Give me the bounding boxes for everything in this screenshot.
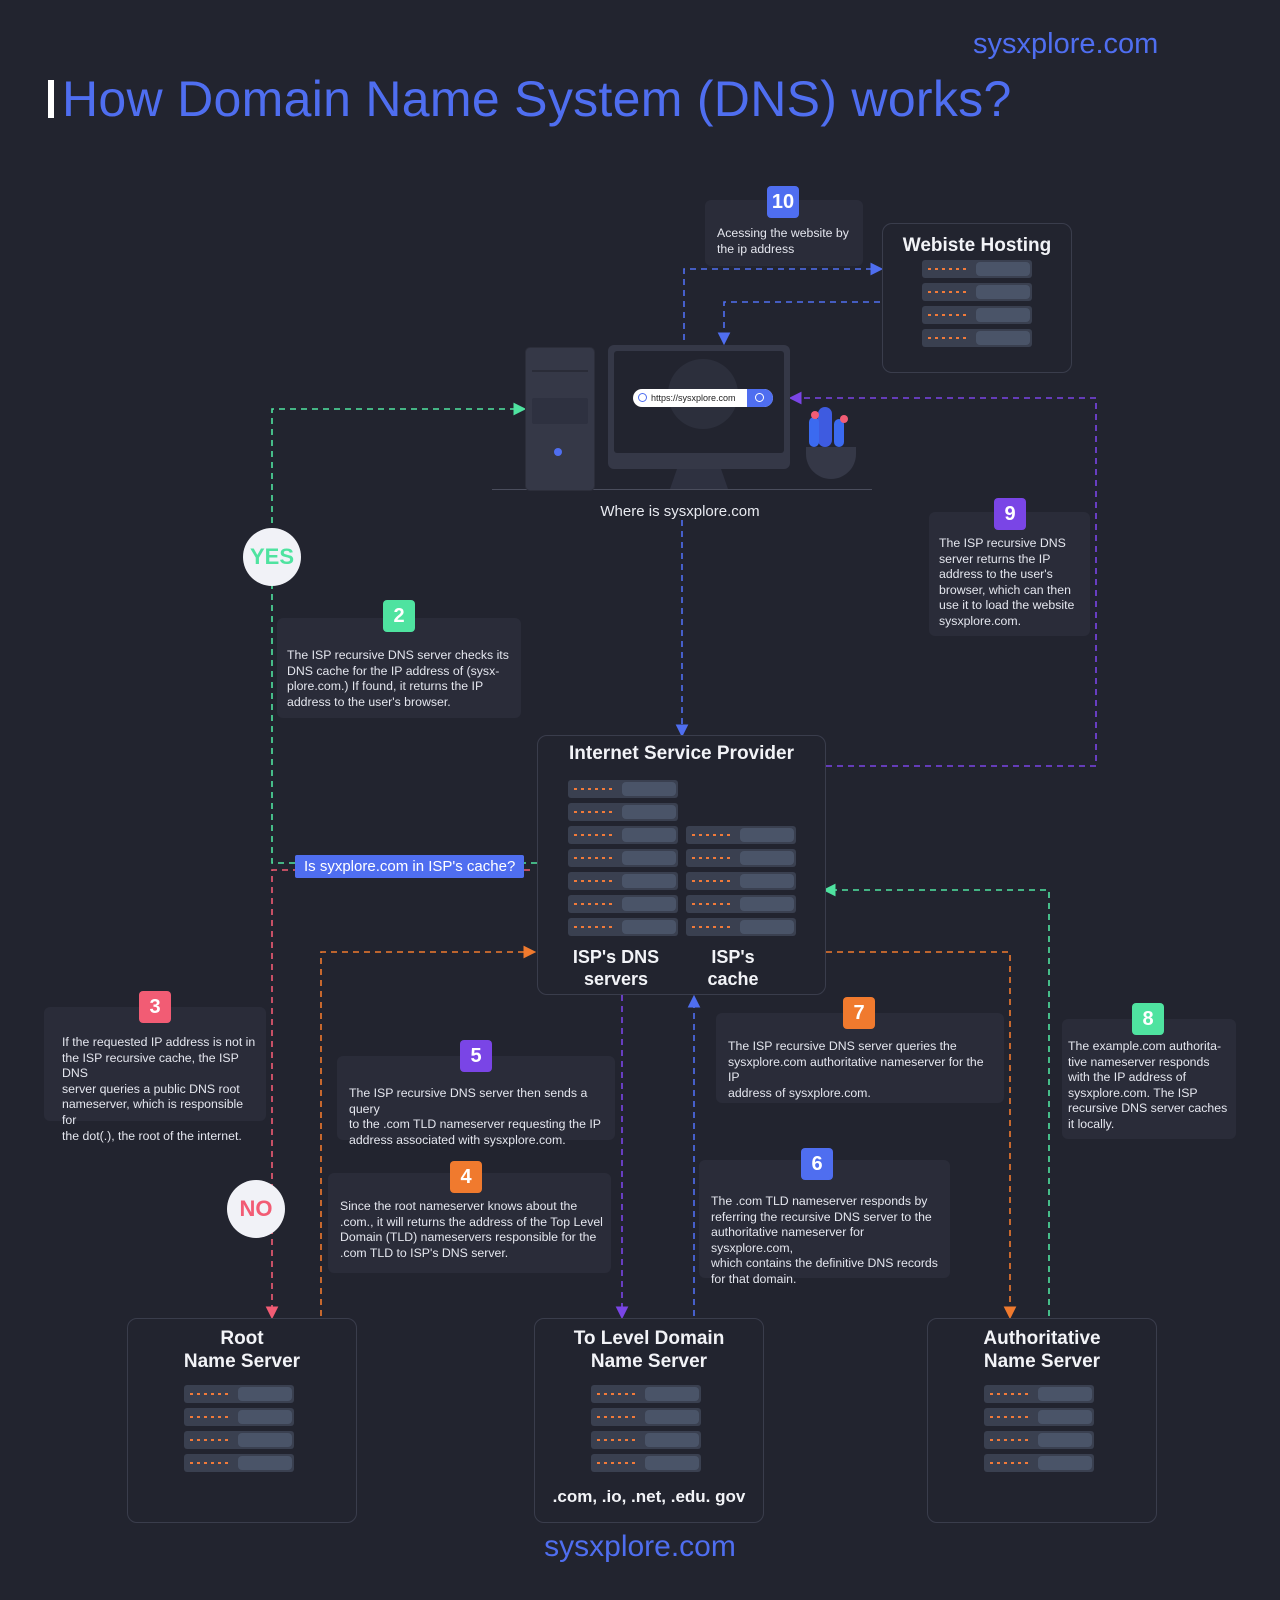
pc-tower-icon — [525, 347, 595, 491]
tld-server-rack — [591, 1385, 701, 1477]
step-7-badge: 7 — [843, 997, 875, 1029]
isp-box: Internet Service Provider ISP's DNS serv… — [537, 735, 826, 995]
connector-root-to-isp — [320, 945, 537, 1316]
tld-title: To Level Domain Name Server — [573, 1328, 725, 1372]
step-5-badge: 5 — [460, 1040, 492, 1072]
brand-bottom[interactable]: sysxplore.com — [544, 1530, 736, 1563]
search-icon[interactable] — [747, 389, 773, 407]
step-7-card: The ISP recursive DNS server queries the… — [716, 1013, 1004, 1103]
root-server-rack — [184, 1385, 294, 1477]
isp-cache-server-rack — [686, 826, 796, 941]
root-name-server-box: Root Name Server — [127, 1318, 357, 1523]
step-5-text: The ISP recursive DNS server then sends … — [349, 1086, 601, 1147]
no-decision: NO — [227, 1180, 285, 1238]
step-3-text: If the requested IP address is not in th… — [62, 1035, 256, 1143]
step-9-card: The ISP recursive DNS server returns the… — [929, 512, 1090, 636]
desk-line — [492, 489, 872, 490]
page-title: How Domain Name System (DNS) works? — [62, 71, 1012, 127]
title-accent-bar — [48, 80, 54, 118]
step-4-badge: 4 — [450, 1161, 482, 1193]
step-8-card: The example.com authorita- tive nameserv… — [1062, 1019, 1236, 1139]
isp-dns-label: ISP's DNS servers — [572, 947, 660, 989]
step-3-badge: 3 — [139, 991, 171, 1023]
step-10-badge: 10 — [767, 186, 799, 218]
step-8-badge: 8 — [1132, 1003, 1164, 1035]
step-6-text: The .com TLD nameserver responds by refe… — [711, 1194, 938, 1286]
computer-illustration — [492, 345, 872, 491]
hosting-server-rack — [922, 260, 1032, 352]
monitor-stand — [670, 469, 728, 489]
step-9-text: The ISP recursive DNS server returns the… — [939, 536, 1075, 628]
authoritative-name-server-box: Authoritative Name Server — [927, 1318, 1157, 1523]
connector-from-hosting — [717, 301, 880, 346]
auth-title: Authoritative Name Server — [983, 1328, 1101, 1372]
root-title: Root Name Server — [183, 1328, 301, 1372]
monitor-icon — [608, 345, 790, 469]
brand-top[interactable]: sysxplore.com — [973, 28, 1159, 60]
globe-small-icon — [638, 393, 647, 402]
user-query-caption: Where is sysxplore.com — [600, 503, 760, 520]
isp-cache-label: ISP's cache — [707, 947, 759, 989]
step-10-text: Acessing the website by the ip address — [717, 226, 849, 256]
isp-title: Internet Service Provider — [569, 743, 794, 764]
tld-name-server-box: To Level Domain Name Server .com, .io, .… — [534, 1318, 764, 1523]
step-7-text: The ISP recursive DNS server queries the… — [728, 1039, 984, 1100]
step-4-text: Since the root nameserver knows about th… — [340, 1199, 603, 1260]
connector-to-hosting — [683, 262, 884, 340]
step-4-card: Since the root nameserver knows about th… — [328, 1173, 611, 1273]
cache-question-label: Is syxplore.com in ISP's cache? — [295, 855, 525, 878]
connector-isp-to-browser — [788, 391, 1097, 767]
step-10-card: Acessing the website by the ip address — [705, 200, 863, 266]
yes-decision: YES — [243, 528, 301, 586]
step-6-badge: 6 — [801, 1148, 833, 1180]
isp-dns-server-rack — [568, 780, 678, 941]
browser-url-bar[interactable]: https://sysxplore.com — [633, 389, 773, 407]
tld-domains-label: .com, .io, .net, .edu. gov — [552, 1487, 746, 1506]
cactus-plant-icon — [806, 407, 858, 489]
step-2-card: The ISP recursive DNS server checks its … — [277, 618, 521, 718]
connector-no — [265, 869, 530, 1320]
step-6-card: The .com TLD nameserver responds by refe… — [699, 1160, 950, 1286]
hosting-title: Webiste Hosting — [902, 235, 1052, 256]
connector-auth-to-isp — [822, 883, 1050, 1316]
step-2-badge: 2 — [383, 600, 415, 632]
url-text: https://sysxplore.com — [651, 393, 736, 403]
auth-server-rack — [984, 1385, 1094, 1477]
step-8-text: The example.com authorita- tive nameserv… — [1068, 1039, 1228, 1131]
step-2-text: The ISP recursive DNS server checks its … — [287, 648, 509, 709]
step-3-card: If the requested IP address is not in th… — [44, 1007, 266, 1143]
step-9-badge: 9 — [994, 498, 1026, 530]
website-hosting-box: Webiste Hosting — [882, 223, 1072, 373]
